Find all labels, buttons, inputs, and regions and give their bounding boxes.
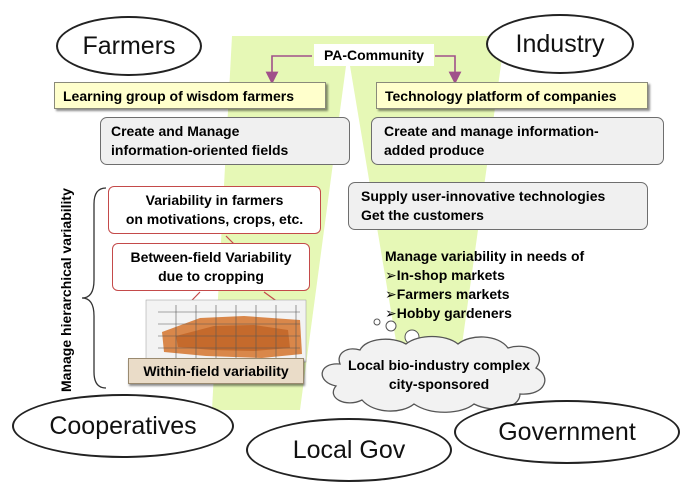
variability-farmers-box: Variability in farmers on motivations, c… xyxy=(108,186,321,234)
manage-needs-block: Manage variability in needs of ➢In-shop … xyxy=(385,247,584,323)
market-item: ➢In-shop markets xyxy=(385,267,505,283)
bullet-arrow-icon: ➢ xyxy=(385,267,397,283)
node-cooperatives: Cooperatives xyxy=(12,394,234,458)
supply-technologies-box: Supply user-innovative technologies Get … xyxy=(348,182,648,230)
cooperatives-label: Cooperatives xyxy=(49,411,197,440)
government-label: Government xyxy=(498,417,636,446)
pa-arrow-left xyxy=(265,55,312,85)
hierarchical-variability-label: Manage hierarchical variability xyxy=(58,188,74,392)
pa-community-label: PA-Community xyxy=(314,44,434,66)
between-field-box: Between-field Variability due to croppin… xyxy=(112,243,310,291)
node-government: Government xyxy=(454,400,680,464)
field-map-image xyxy=(145,299,307,363)
connector-farmers-between xyxy=(225,235,235,245)
node-industry: Industry xyxy=(486,14,634,74)
industry-label: Industry xyxy=(515,29,605,58)
hierarchy-brace xyxy=(81,187,107,389)
thought-bubble-medium xyxy=(385,320,397,332)
bio-industry-cloud-text: Local bio-industry complex city-sponsore… xyxy=(347,357,531,392)
bullet-arrow-icon: ➢ xyxy=(385,286,397,302)
create-manage-fields-box: Create and Manage information-oriented f… xyxy=(100,117,350,165)
learning-group-box: Learning group of wisdom farmers xyxy=(54,82,326,109)
thought-bubble-small xyxy=(373,318,381,326)
within-field-box: Within-field variability xyxy=(128,358,304,384)
cloud-shape xyxy=(321,335,546,413)
local-gov-label: Local Gov xyxy=(292,435,406,464)
market-item: ➢Farmers markets xyxy=(385,286,510,302)
create-produce-box: Create and manage information- added pro… xyxy=(371,117,664,165)
market-item: ➢Hobby gardeners xyxy=(385,305,512,321)
bullet-arrow-icon: ➢ xyxy=(385,305,397,321)
manage-needs-title: Manage variability in needs of xyxy=(385,248,585,264)
technology-platform-box: Technology platform of companies xyxy=(376,82,648,109)
farmers-label: Farmers xyxy=(82,31,176,60)
node-local-gov: Local Gov xyxy=(246,418,452,482)
node-farmers: Farmers xyxy=(56,16,202,76)
pa-arrow-right xyxy=(435,55,462,85)
